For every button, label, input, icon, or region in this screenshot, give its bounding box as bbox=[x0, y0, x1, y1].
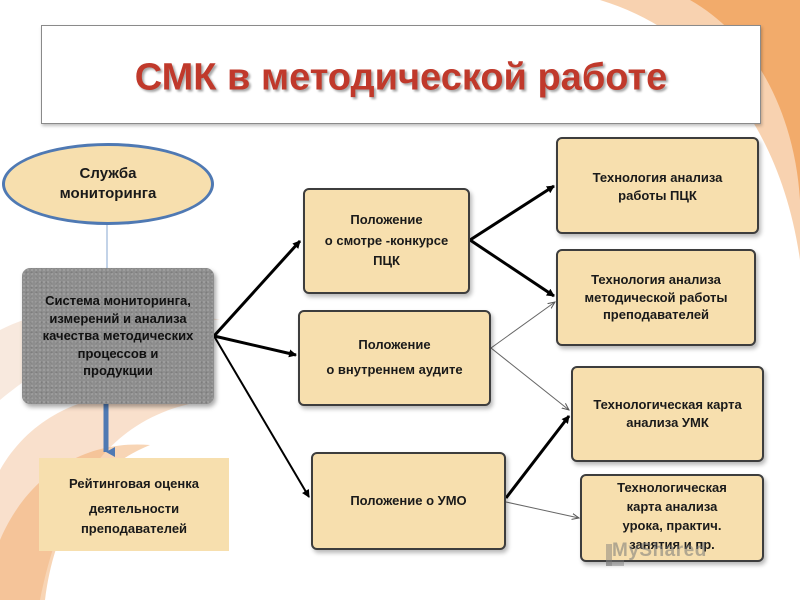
tech2-line-1: Технология анализа bbox=[591, 272, 721, 288]
system-line-4: процессов и bbox=[77, 345, 159, 361]
audit-line-2: о внутреннем аудите bbox=[326, 362, 463, 377]
rating-line-2: деятельности bbox=[88, 500, 180, 516]
tech2-line-2: методической работы bbox=[584, 289, 728, 305]
page-title: СМК в методической работе bbox=[134, 56, 668, 99]
internal-audit-box: Положение о внутреннем аудите bbox=[298, 310, 491, 406]
system-line-1: Система мониторинга, bbox=[45, 293, 191, 309]
system-line-5: продукции bbox=[83, 363, 153, 379]
oval-line-2: мониторинга bbox=[59, 185, 157, 202]
tech1-line-1: Технология анализа bbox=[592, 170, 723, 185]
tech-analysis-methodical-box: Технология анализа методической работы п… bbox=[556, 249, 756, 346]
oval-line-1: Служба bbox=[79, 164, 137, 182]
lesson-map-box: Технологическая карта анализа урока, пра… bbox=[580, 474, 764, 562]
watermark-text: MyShared bbox=[612, 540, 707, 561]
monitoring-system-box: Система мониторинга, измерений и анализа… bbox=[22, 268, 214, 404]
lesson-line-3: урока, практич. bbox=[622, 518, 722, 533]
pck-line-3: ПЦК bbox=[373, 253, 400, 269]
umo-box: Положение о УМО bbox=[311, 452, 506, 550]
pck-contest-box: Положение о смотре -конкурсе ПЦК bbox=[303, 188, 470, 294]
umk-line-2: анализа УМК bbox=[626, 415, 709, 430]
lesson-line-2: карта анализа bbox=[626, 499, 718, 515]
monitoring-service-oval: Служба мониторинга bbox=[2, 143, 214, 225]
system-line-3: качества методических bbox=[42, 328, 194, 344]
pck-line-2: о смотре -конкурсе bbox=[324, 232, 449, 248]
audit-line-1: Положение bbox=[358, 337, 431, 353]
tech1-line-2: работы ПЦК bbox=[618, 187, 697, 203]
rating-box: Рейтинговая оценка деятельности преподав… bbox=[39, 458, 229, 551]
lesson-line-1: Технологическая bbox=[617, 480, 727, 496]
watermark-logo-icon bbox=[606, 544, 624, 566]
tech2-line-3: преподавателей bbox=[602, 307, 710, 323]
umo-line-1: Положение о УМО bbox=[350, 493, 467, 509]
rating-line-1: Рейтинговая оценка bbox=[69, 476, 199, 492]
title-box: СМК в методической работе bbox=[41, 25, 761, 124]
lesson-line-4: занятия и пр. bbox=[629, 536, 715, 552]
pck-line-1: Положение bbox=[350, 211, 423, 227]
rating-line-3: преподавателей bbox=[80, 521, 188, 537]
tech-analysis-pck-box: Технология анализа работы ПЦК bbox=[556, 137, 759, 234]
system-line-2: измерений и анализа bbox=[49, 310, 187, 326]
umk-map-box: Технологическая карта анализа УМК bbox=[571, 366, 764, 462]
umk-line-1: Технологическая карта bbox=[593, 397, 742, 413]
